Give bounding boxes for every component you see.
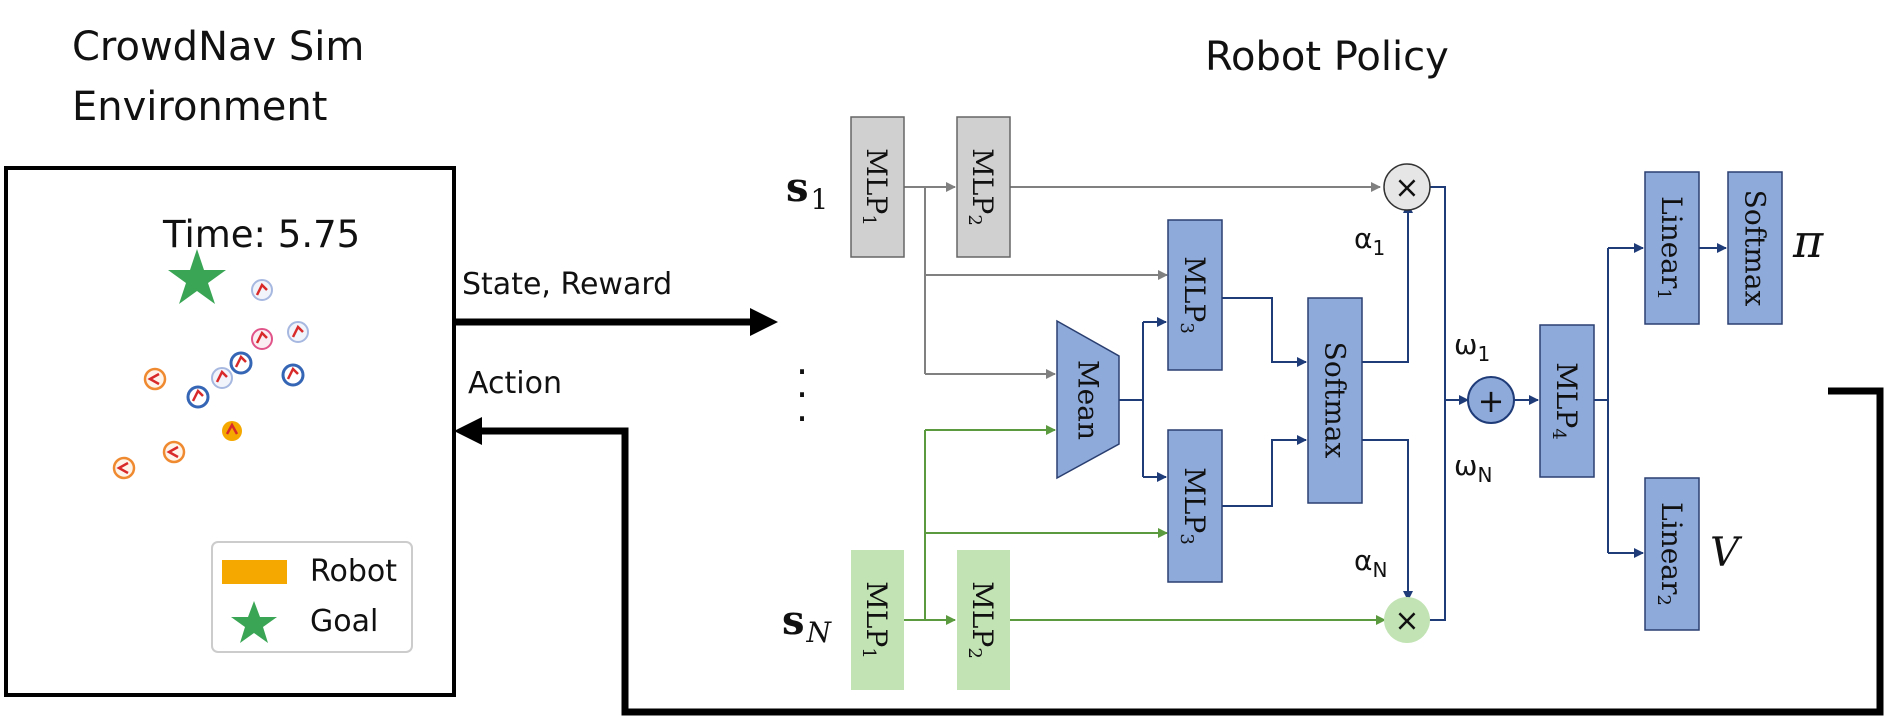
env-title-line2: Environment xyxy=(72,84,327,130)
linear1-box: Linear1 xyxy=(1644,171,1700,325)
attention-softmax-box: Softmax xyxy=(1307,297,1363,504)
gray-connections xyxy=(904,182,1381,379)
svg-text:MLP2: MLP2 xyxy=(965,148,1000,226)
human-agent xyxy=(251,279,273,301)
human-agent xyxy=(287,321,309,343)
human-agent xyxy=(251,328,273,350)
svg-text:·: · xyxy=(796,397,808,441)
policy-title: Robot Policy xyxy=(1205,34,1449,80)
legend-robot-label: Robot xyxy=(310,554,397,589)
value-output-label: V xyxy=(1710,530,1743,576)
svg-text:Linear2: Linear2 xyxy=(1654,502,1689,606)
ellipsis: · · · xyxy=(796,350,808,441)
robot-policy: Robot Policy s1 sN · · · xyxy=(782,34,1824,690)
input-s1: s1 xyxy=(786,164,828,216)
human-agent xyxy=(162,440,186,464)
omega-N-label: ωN xyxy=(1454,449,1492,487)
svg-text:Softmax: Softmax xyxy=(1319,342,1352,459)
mlp2-box-sN: MLP2 xyxy=(957,550,1010,690)
multiply-node-bottom: × xyxy=(1384,597,1430,643)
mlp1-box-s1: MLP1 xyxy=(850,116,905,258)
svg-text:×: × xyxy=(1394,171,1419,206)
mlp4-box: MLP4 xyxy=(1539,324,1595,478)
svg-text:MLP1: MLP1 xyxy=(859,148,894,226)
state-reward-label: State, Reward xyxy=(462,267,672,302)
svg-text:·: · xyxy=(796,350,808,394)
goal-star xyxy=(168,249,226,304)
time-label: Time: 5.75 xyxy=(162,213,360,256)
multiply-node-top: × xyxy=(1383,163,1431,211)
policy-softmax-box: Softmax xyxy=(1727,171,1783,325)
legend-goal-label: Goal xyxy=(310,604,378,639)
svg-text:×: × xyxy=(1394,604,1419,639)
omega-1-label: ω1 xyxy=(1454,328,1490,366)
human-agent xyxy=(112,456,136,480)
mlp3-box-bottom: MLP3 xyxy=(1167,429,1223,583)
svg-text:Mean: Mean xyxy=(1072,360,1105,440)
svg-text:MLP3: MLP3 xyxy=(1177,256,1212,334)
svg-text:MLP2: MLP2 xyxy=(965,581,1000,659)
sum-node: + xyxy=(1467,376,1515,424)
mlp2-box-s1: MLP2 xyxy=(956,116,1011,258)
human-agent xyxy=(143,367,167,391)
svg-text:MLP4: MLP4 xyxy=(1549,362,1584,440)
human-agent xyxy=(186,385,210,409)
svg-text:+: + xyxy=(1478,382,1505,420)
input-sN: sN xyxy=(782,597,833,649)
svg-text:·: · xyxy=(796,373,808,417)
action-label: Action xyxy=(468,366,562,401)
pi-output-label: π xyxy=(1792,214,1824,268)
interaction-arrows: State, Reward Action xyxy=(454,267,1884,716)
environment-panel: CrowdNav Sim Environment Time: 5.75 Robo… xyxy=(4,24,456,697)
svg-text:Linear1: Linear1 xyxy=(1654,196,1689,300)
svg-text:Softmax: Softmax xyxy=(1739,190,1772,307)
alpha-1-label: α1 xyxy=(1354,222,1385,260)
mean-block: Mean xyxy=(1056,319,1120,480)
action-arrow xyxy=(480,387,1884,716)
green-connections xyxy=(904,425,1386,625)
svg-text:MLP1: MLP1 xyxy=(859,581,894,659)
legend-robot-swatch xyxy=(222,560,287,584)
mlp3-box-top: MLP3 xyxy=(1167,219,1223,371)
mlp1-box-sN: MLP1 xyxy=(851,550,904,690)
linear2-box: Linear2 xyxy=(1644,477,1700,631)
env-title-line1: CrowdNav Sim xyxy=(72,24,364,70)
alpha-N-label: αN xyxy=(1354,544,1387,582)
human-agent xyxy=(229,351,253,375)
robot-agent xyxy=(222,421,242,441)
human-agent xyxy=(281,363,305,387)
sim-legend: Robot Goal xyxy=(211,541,413,653)
human-agent xyxy=(211,367,233,389)
humans xyxy=(112,279,309,480)
svg-text:MLP3: MLP3 xyxy=(1177,467,1212,545)
legend-goal-star xyxy=(231,601,277,643)
